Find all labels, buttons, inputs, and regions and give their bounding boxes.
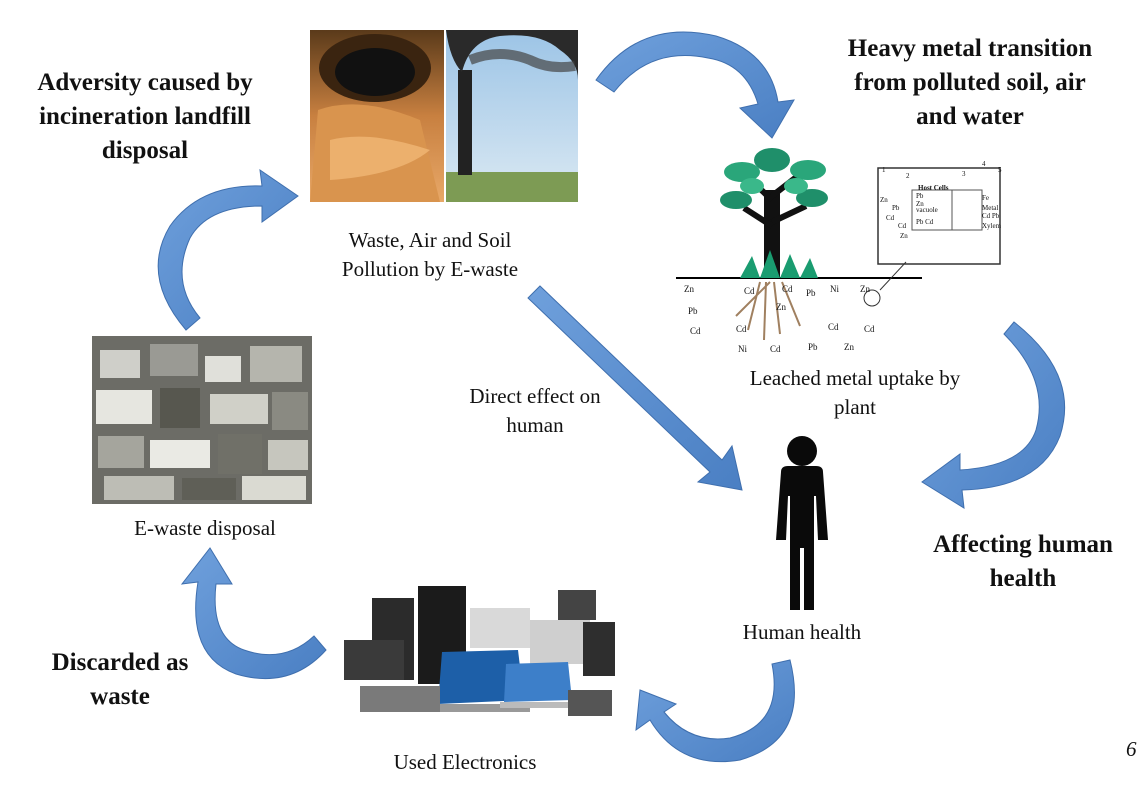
cell-label-vacuole: vacuole [916, 206, 938, 214]
caption-pollution: Waste, Air and Soil Pollution by E-waste [300, 226, 560, 284]
heading-adversity-line: disposal [101, 137, 189, 164]
arrow-human-to-electronics [635, 659, 795, 763]
cell-label: Cd Pb [982, 212, 1000, 220]
cell-label: Metal [982, 204, 999, 212]
heading-affecting-line: Affecting human [933, 531, 1113, 558]
root-label: Zn [860, 284, 870, 294]
cell-circle-label: 3 [962, 170, 966, 178]
caption-direct-effect: Direct effect on human [430, 382, 640, 440]
root-label: Zn [844, 342, 854, 352]
root-label: Cd [744, 286, 755, 296]
caption-leached: Leached metal uptake by plant [710, 364, 1000, 422]
cell-label: Zn [900, 232, 908, 240]
caption-pollution-line: Waste, Air and Soil [348, 228, 512, 252]
heading-affecting-line: health [989, 565, 1057, 592]
cell-label: Fe [982, 194, 989, 202]
cell-label: Pb [916, 192, 924, 200]
arrows [157, 31, 1066, 763]
cell-circle-label: 1 [882, 166, 886, 174]
cell-circle-label: 4 [982, 160, 986, 168]
electronics-photo [344, 586, 615, 716]
cell-label: Xylem [982, 222, 1002, 230]
plant-illustration [676, 148, 1001, 341]
caption-pollution-line: Pollution by E-waste [341, 257, 519, 281]
heading-adversity-line: incineration landfill [39, 103, 251, 130]
root-label: Pb [806, 288, 816, 298]
cell-label: Zn [916, 200, 924, 208]
root-label: Zn [684, 284, 694, 294]
caption-direct-line: Direct effect on [469, 384, 601, 408]
ewaste-photo [92, 336, 312, 504]
heading-affecting: Affecting human health [910, 528, 1136, 596]
heading-heavy-metal-line: from polluted soil, air [854, 69, 1086, 96]
caption-ewaste: E-waste disposal [134, 516, 276, 540]
cell-label: Zn [880, 196, 888, 204]
caption-direct-line: human [506, 413, 564, 437]
root-label: Ni [738, 344, 747, 354]
arrow-direct-effect [527, 285, 743, 491]
caption-leached-line: Leached metal uptake by [749, 366, 961, 390]
heading-adversity-line: Adversity caused by [37, 69, 253, 96]
cell-label: Cd [886, 214, 895, 222]
caption-human-health: Human health [742, 620, 862, 644]
root-labels: Zn Pb Cd Cd Ni Cd Pb Zn Cd Cd Ni Zn Cd P… [684, 284, 884, 354]
arrow-ewaste-to-pollution [157, 168, 299, 331]
root-label: Ni [830, 284, 839, 294]
pollution-photo [310, 30, 578, 202]
root-label: Cd [828, 322, 839, 332]
caption-leached-line: plant [834, 395, 876, 419]
heading-heavy-metal: Heavy metal transition from polluted soi… [818, 32, 1122, 134]
cell-circle-label: 5 [998, 166, 1002, 174]
root-label: Zn [776, 302, 786, 312]
heading-discarded: Discarded as waste [30, 646, 210, 714]
heading-discarded-line: Discarded as [51, 649, 189, 676]
root-label: Cd [864, 324, 875, 334]
cell-diagram-labels: Host Cells vacuole Zn Pb Cd Cd Zn Pb Zn … [878, 160, 1002, 264]
cell-label: Pb Cd [916, 218, 934, 226]
cell-label: Cd [898, 222, 907, 230]
arrow-photo-to-plant [595, 31, 795, 139]
heading-heavy-metal-line: Heavy metal transition [847, 35, 1093, 62]
arrow-electronics-to-ewaste [180, 547, 327, 680]
heading-heavy-metal-line: and water [916, 103, 1024, 130]
root-label: Cd [690, 326, 701, 336]
cell-label-host: Host Cells [918, 184, 949, 192]
root-label: Pb [688, 306, 698, 316]
cell-label: Pb [892, 204, 900, 212]
root-label: Cd [736, 324, 747, 334]
heading-discarded-line: waste [90, 683, 150, 710]
cell-circle-label: 2 [906, 172, 910, 180]
root-label: Cd [770, 344, 781, 354]
arrow-plant-to-human [921, 321, 1066, 509]
human-silhouette [776, 436, 828, 610]
edge-text: 6 [1126, 737, 1137, 761]
heading-adversity: Adversity caused by incineration landfil… [10, 66, 280, 168]
root-label: Cd [782, 284, 793, 294]
caption-used-electronics: Used Electronics [393, 750, 537, 774]
root-label: Pb [808, 342, 818, 352]
